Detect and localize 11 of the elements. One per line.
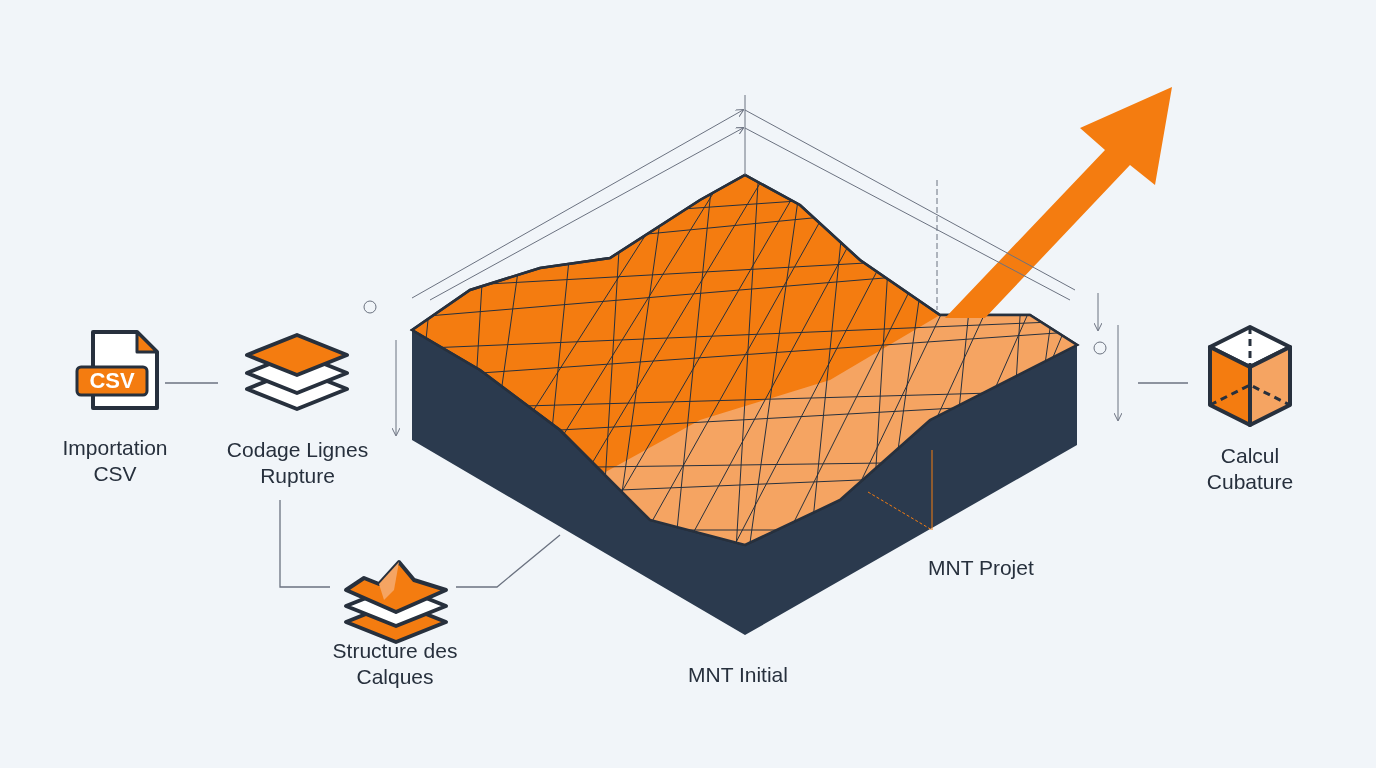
- connector-line: [1137, 382, 1189, 384]
- step-label: Calcul Cubature: [1205, 443, 1295, 495]
- surface-label: MNT Projet: [928, 555, 1034, 581]
- connector-line: [279, 499, 331, 588]
- connector-line: [455, 534, 561, 588]
- step-label: Importation CSV: [61, 435, 169, 487]
- step-label: Codage Lignes Rupture: [225, 437, 370, 489]
- step-label: Structure des Calques: [331, 638, 459, 690]
- connector-line: [164, 382, 219, 384]
- surface-label: MNT Initial: [688, 662, 788, 688]
- badge-text: CSV: [88, 368, 136, 394]
